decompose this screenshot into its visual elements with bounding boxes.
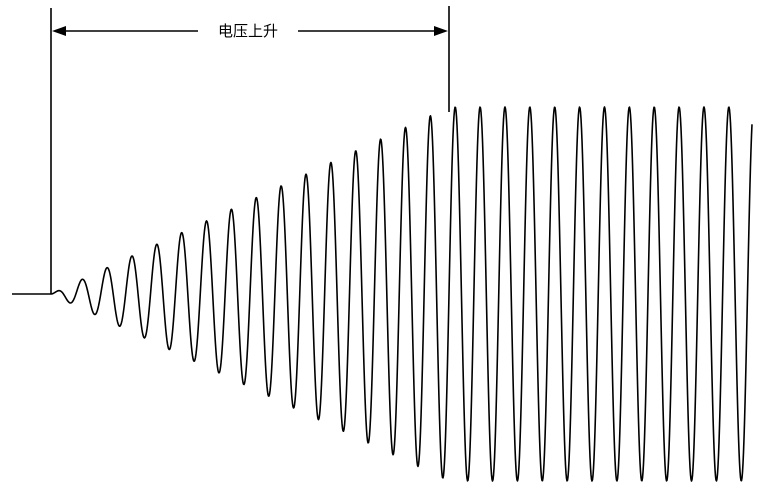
arrowhead-left-icon <box>52 26 66 36</box>
sine-waveform <box>50 106 753 482</box>
voltage-rise-label: 电压上升 <box>218 22 278 40</box>
arrowhead-right-icon <box>434 26 448 36</box>
